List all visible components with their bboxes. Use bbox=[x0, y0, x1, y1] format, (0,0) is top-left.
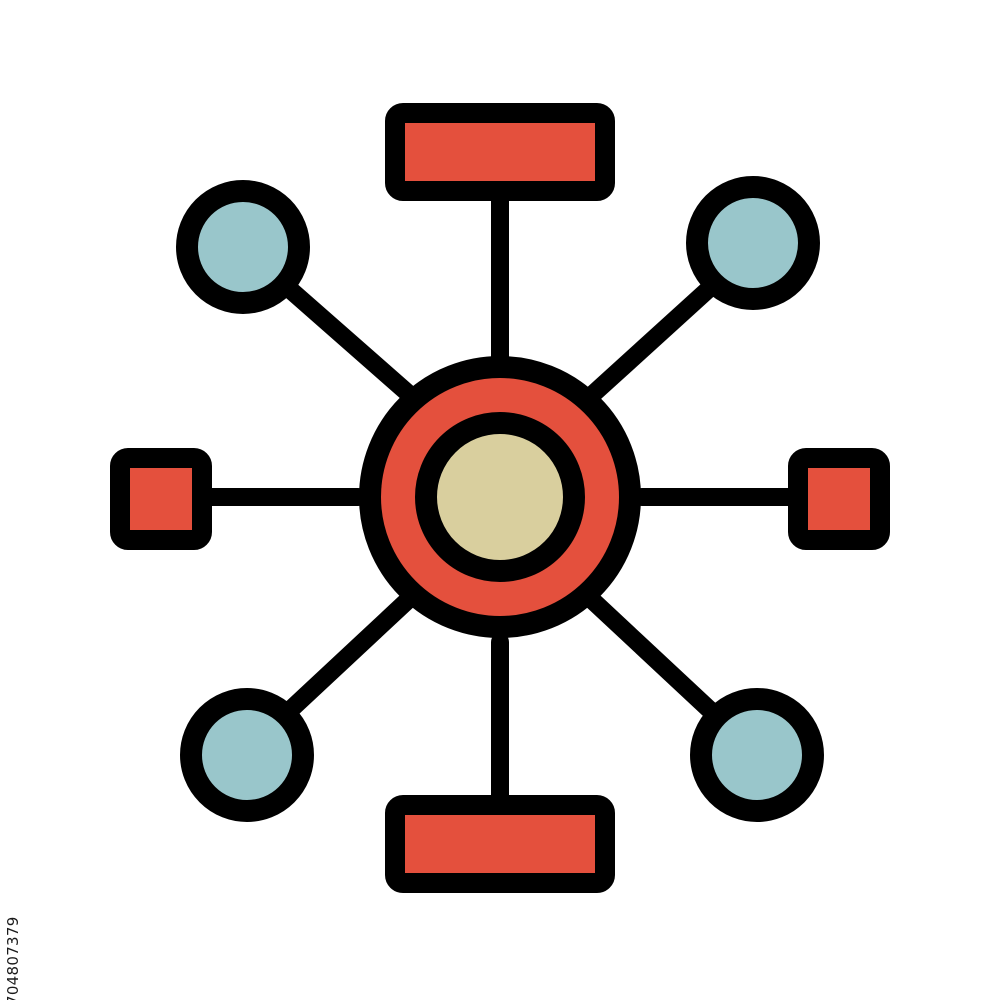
top-right-circle-node bbox=[686, 176, 820, 310]
top-left-circle-node bbox=[176, 180, 310, 314]
bottom-left-circle-node bbox=[180, 688, 314, 822]
connector-top-left bbox=[277, 277, 419, 404]
right-square-node bbox=[788, 448, 890, 550]
connector-lines bbox=[201, 191, 799, 809]
connector-bottom-left bbox=[279, 591, 417, 721]
left-square-node bbox=[110, 448, 212, 550]
top-rectangle-node bbox=[385, 103, 615, 201]
bottom-rectangle-node bbox=[385, 795, 615, 893]
stock-id-label: 704807379 bbox=[4, 916, 22, 1000]
bottom-right-circle-node bbox=[690, 688, 824, 822]
connector-bottom-right bbox=[583, 591, 721, 721]
hub-inner-core bbox=[415, 412, 585, 582]
connector-top-right bbox=[583, 277, 721, 404]
